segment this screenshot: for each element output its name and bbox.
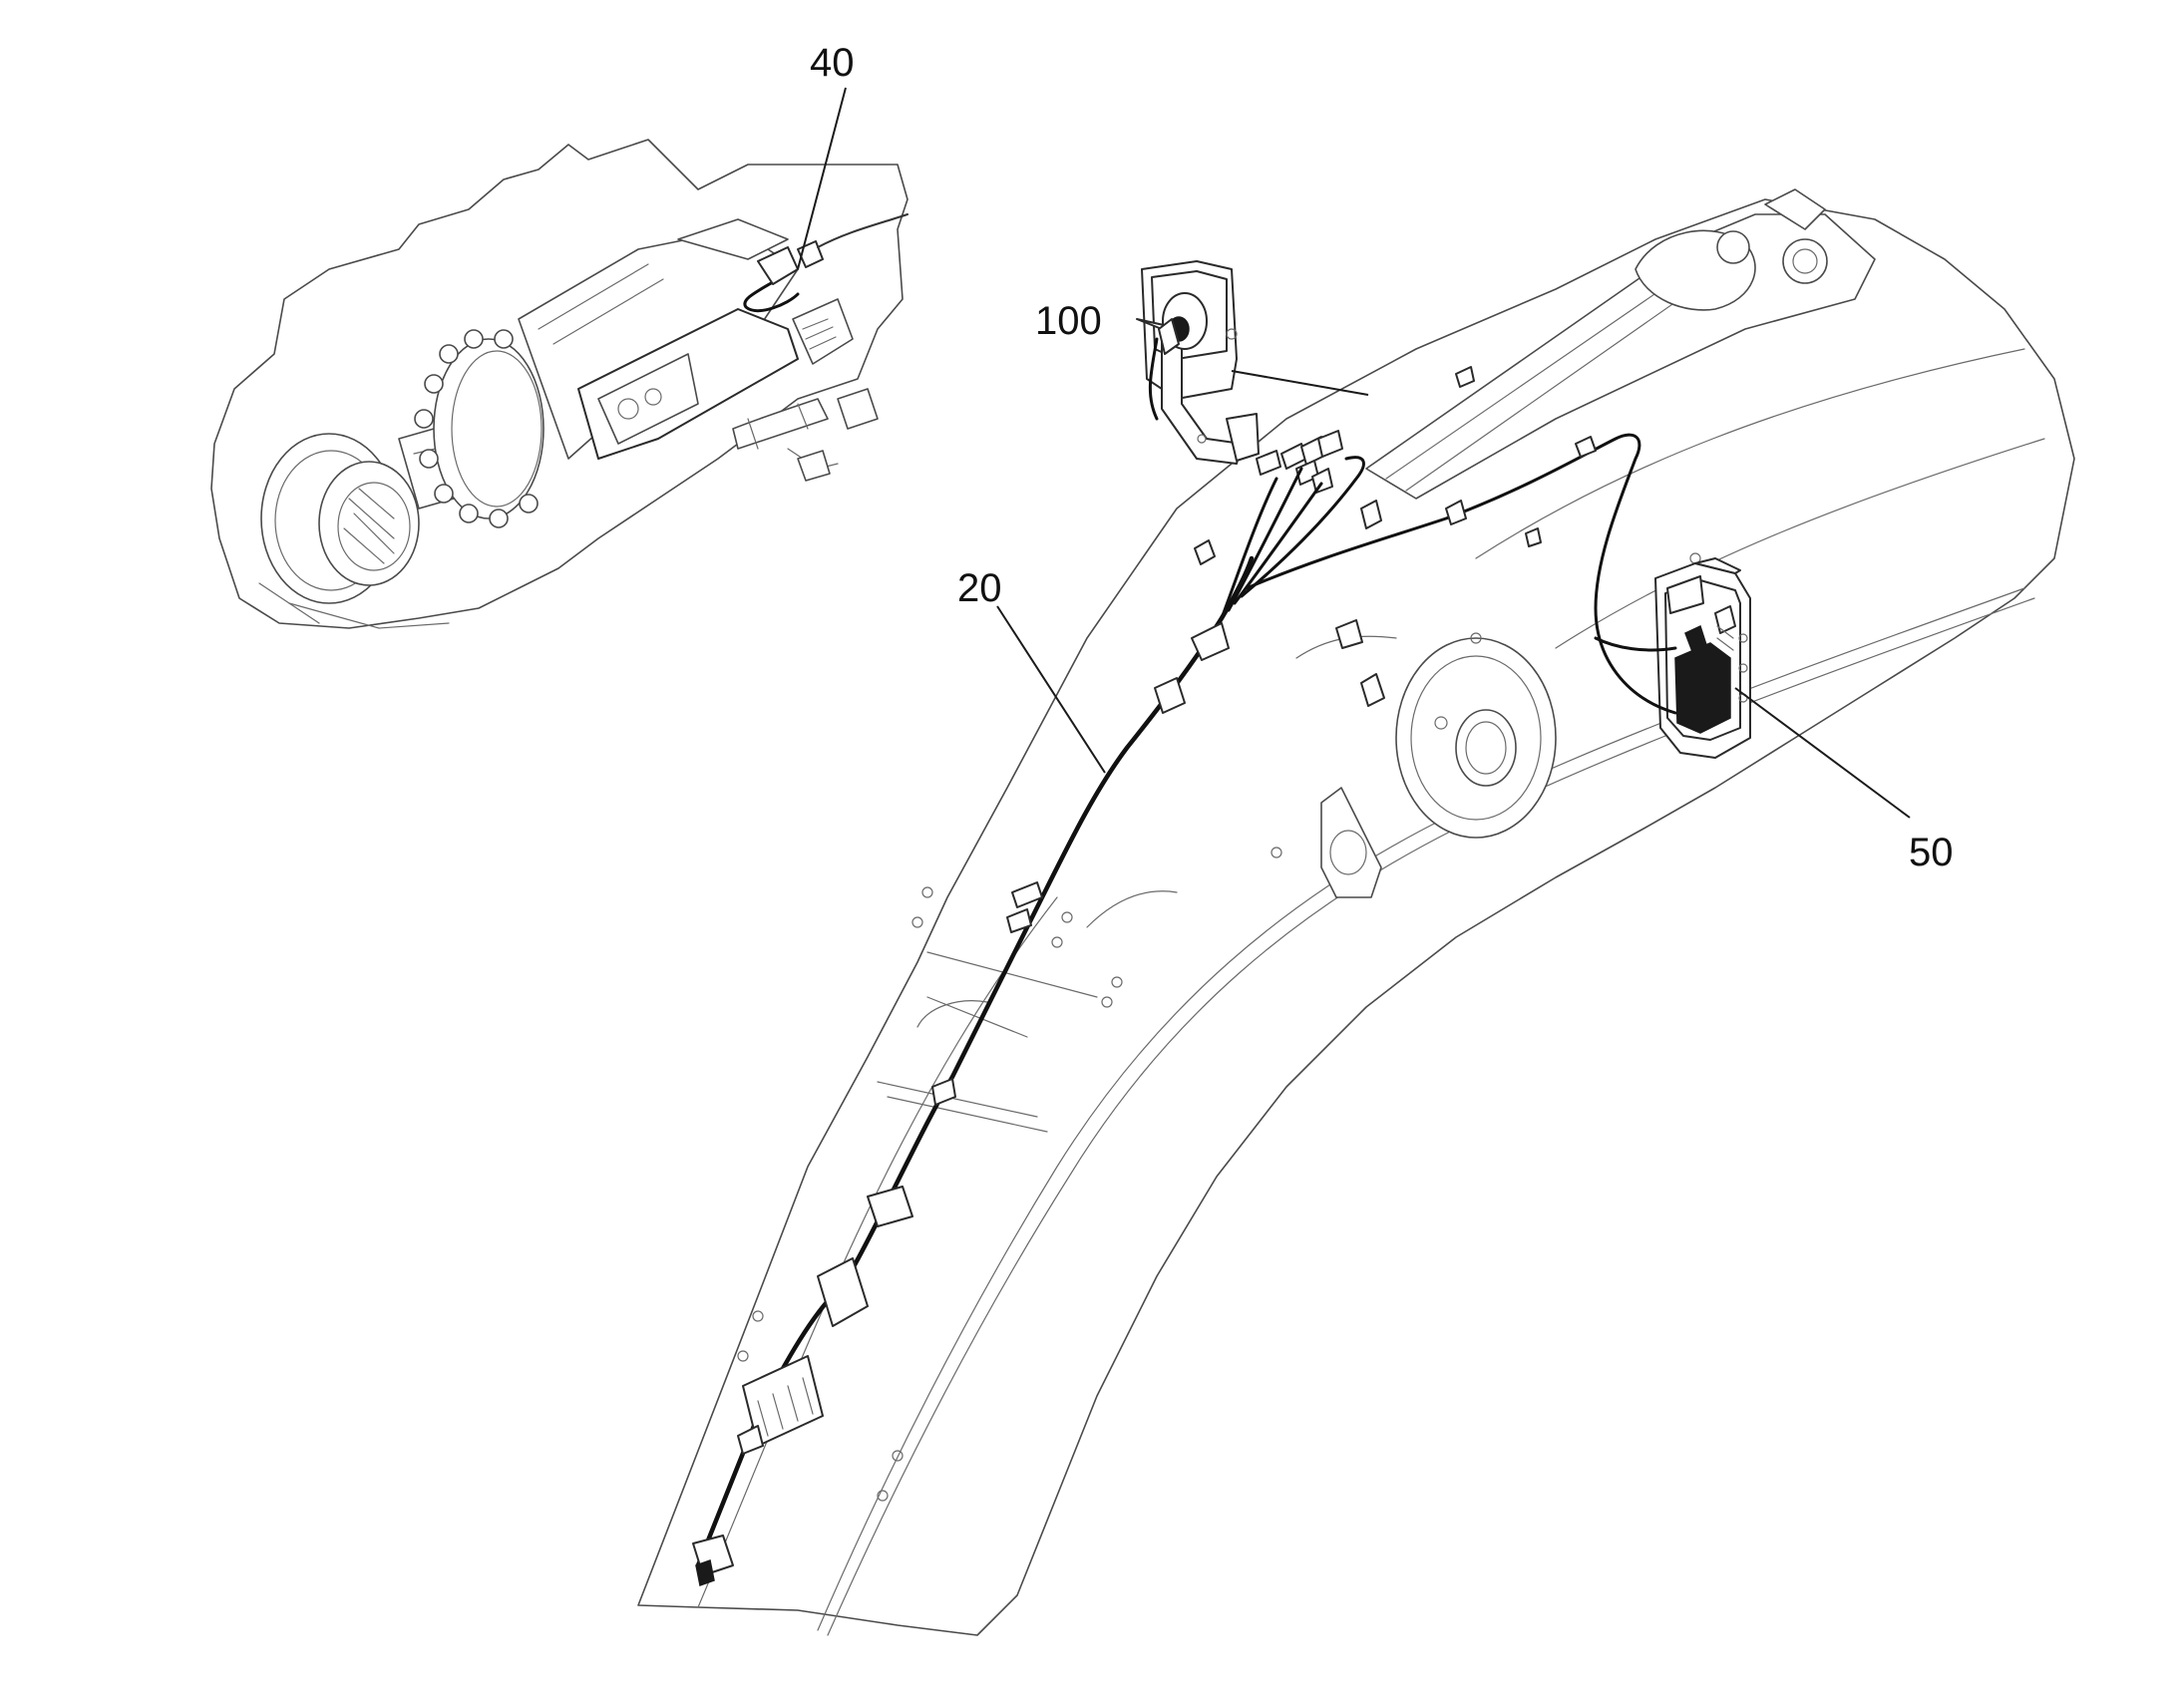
leader-line-100 <box>1231 370 1369 396</box>
bracket-unit-100 <box>1136 260 1260 465</box>
leader-line-40 <box>797 87 847 270</box>
surface-clamps <box>1194 366 1542 707</box>
leader-line-50 <box>1734 687 1911 819</box>
label-40: 40 <box>810 41 855 85</box>
pivot-boss <box>1395 637 1557 839</box>
sensor-40 <box>743 213 908 313</box>
connector-cluster <box>1256 430 1343 494</box>
label-100: 100 <box>1035 299 1102 343</box>
label-20: 20 <box>957 566 1002 610</box>
hydraulic-cylinder-inset <box>210 139 908 629</box>
leader-line-20 <box>996 605 1106 774</box>
control-box-50 <box>1654 557 1751 759</box>
reference-numerals: 40 100 20 50 <box>797 41 1954 874</box>
cable-harness-20 <box>692 433 1677 1586</box>
label-50: 50 <box>1909 831 1954 874</box>
lug-plate <box>1320 787 1382 898</box>
